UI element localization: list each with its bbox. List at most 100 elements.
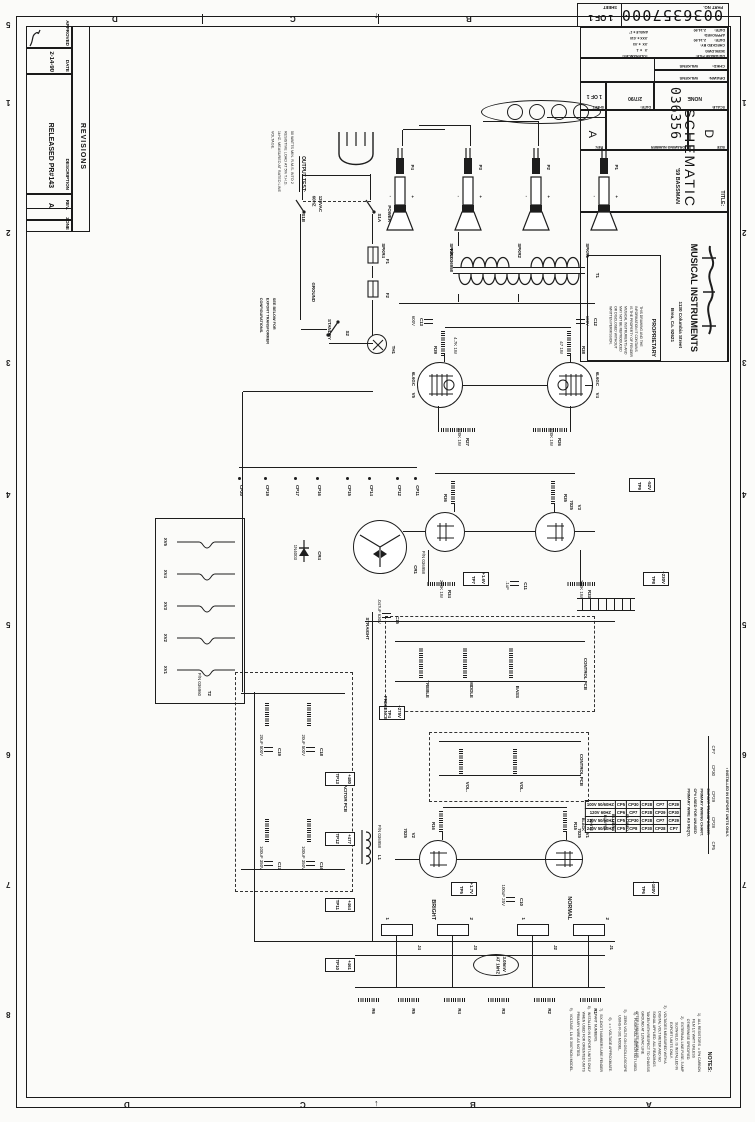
control-pcb-upper-label: CONTROL PCB xyxy=(583,657,588,690)
connector-cp19: CP19 xyxy=(265,485,270,496)
speaker-1-plus: + xyxy=(615,194,618,199)
lamp-icon xyxy=(372,339,384,351)
zone-letter-bottom-b: B xyxy=(470,1100,476,1109)
test-point-TP9-ref: TP9 xyxy=(637,481,642,490)
transformer-T1-ref: T1 xyxy=(595,272,600,278)
connector-cp11: CP11 xyxy=(415,485,420,496)
tube-socket-XV4: XV4 xyxy=(163,569,168,578)
export-c4-r4: CP28 xyxy=(653,824,668,833)
jack-J1 xyxy=(573,924,605,936)
jack-J2 xyxy=(517,924,549,936)
resistor-R3: R3 xyxy=(501,1008,506,1014)
resistor-R34-value: 220K 1W xyxy=(439,579,444,598)
note-item-1: 1). ALL RESISTORS ±5% CARBON FILM 1/2 WA… xyxy=(685,1012,701,1072)
sheet-label: SHEET xyxy=(603,5,617,10)
note-item-2: 2). EXTERNAL LINE FUSE, 5 AMP SLOW-BLO, … xyxy=(668,1016,684,1072)
inductor-L1-value: P/N 036958 xyxy=(377,824,382,848)
test-point-TP13-value: +480 xyxy=(347,774,352,784)
transformer-primary-coil-icon xyxy=(458,274,580,286)
connector-cp17: CP17 xyxy=(295,485,300,496)
wire-color-blu-red: BLU/RED xyxy=(625,814,629,831)
tube-V1-ref: V1 xyxy=(585,832,590,838)
output-transformer-T1: T1 P/N 036958 xyxy=(415,232,605,302)
resistor-R27-value: 220K 1W xyxy=(457,427,462,446)
capacitor-C18-ref: C18 xyxy=(319,747,324,756)
zone-tick xyxy=(378,14,379,24)
capacitor-C16 xyxy=(306,860,315,866)
export-chart-footnote: • INSTALLED IN EXPORT UNITS ONLY. xyxy=(725,767,729,837)
transformer-T1-pn: P/N 036958 xyxy=(449,248,454,272)
export-c1-r2: CP30 xyxy=(626,800,641,809)
speaker-4: SPKR4 + - P4 xyxy=(381,141,415,258)
tube-V4-internals-icon xyxy=(557,374,583,396)
control-pcb-lower-label: CONTROL PCB xyxy=(579,753,584,786)
title-block: MUSICAL INSTRUMENTS 1130 Columbia Street… xyxy=(580,26,729,362)
jack-J2-label: J2 xyxy=(553,945,558,950)
presence-label: PRESENCE xyxy=(383,695,388,720)
zone-number-right-4: 4 xyxy=(742,490,747,499)
tube-V3a-internals-icon xyxy=(547,523,564,541)
capacitor-C18-value: 20uF 500V xyxy=(301,734,306,756)
ground-label: GROUND xyxy=(311,282,316,302)
zone-letter-top-d: D xyxy=(112,14,118,23)
speaker-2: SPKR2 + - P2 xyxy=(517,141,551,258)
zone-number-left-6: 6 xyxy=(6,750,11,759)
connector-cp15: CP15 xyxy=(347,485,352,496)
capacitor-C13 xyxy=(424,318,433,324)
standby-switch-ref: S2 xyxy=(345,330,350,336)
capacitor-C17 xyxy=(264,860,273,866)
tube-V3-type: 7025 xyxy=(569,500,574,510)
rev-approved-signature-icon xyxy=(29,29,41,47)
zone-number-left-3: 3 xyxy=(6,358,11,367)
tube-V2-ref: V2 xyxy=(411,832,416,838)
test-point-TP6-ref: TP6 xyxy=(641,885,646,894)
export-c2-r5: CP30 xyxy=(667,808,681,817)
connector-cp5: CP5 xyxy=(711,841,716,850)
zone-letter-bottom-c: C xyxy=(300,1100,306,1109)
capacitor-C19-ref: C19 xyxy=(277,747,282,756)
export-c3-r4: CP7 xyxy=(653,816,668,825)
speaker-3-minus: - xyxy=(457,194,459,199)
test-point-TP7-value: +1.6V xyxy=(481,572,486,584)
speaker-1: SPKR1 + - P1 xyxy=(585,141,619,258)
plug-p2-label: P2 xyxy=(546,164,551,170)
heater-wiring-icon xyxy=(177,541,235,677)
zone-letter-top-b: B xyxy=(466,14,472,23)
diode-CR4-ref: CR4 xyxy=(317,551,322,560)
note-item-3: 3). VOLTAGES MEASURED WITH A DIGITAL VOL… xyxy=(635,1005,667,1072)
resistor-R26-value: 220K 1W xyxy=(549,427,554,446)
capacitor-C15 xyxy=(382,612,391,618)
test-point-TP5-value: +1.7V xyxy=(469,882,474,894)
channel-label-bright: BRIGHT xyxy=(430,899,436,920)
zone-number-right-3: 3 xyxy=(742,358,747,367)
test-point-TP6-value: +180V xyxy=(651,881,656,894)
resistor-R39: R39 xyxy=(433,345,438,354)
part-number-label: PART NO. xyxy=(703,5,723,10)
zone-number-right-2: 2 xyxy=(742,228,747,237)
capacitor-C19 xyxy=(264,746,273,752)
power-switch-S1A: S1A xyxy=(377,213,382,222)
inductor-L1-ref: L1 xyxy=(377,854,382,860)
zone-number-left-4: 4 xyxy=(6,490,11,499)
capacitor-C12-value: 600V xyxy=(585,315,590,326)
zone-number-left-1: 1 xyxy=(6,98,11,107)
control-pcb-lower xyxy=(429,732,589,802)
test-point-TP10-ref: TP10 xyxy=(335,959,340,971)
test-point-TP12-value: +477 xyxy=(347,834,352,844)
transformer-secondary-coil-icon xyxy=(460,256,580,268)
resistor-R2: R2 xyxy=(547,1008,552,1014)
zone-letter-top-c: C xyxy=(290,14,296,23)
zone-letter-bottom-d: D xyxy=(124,1100,130,1109)
speaker-3: SPKR3 + - P3 xyxy=(449,141,483,258)
tube-V2-internals-icon xyxy=(430,851,447,867)
bridge-diodes-icon xyxy=(359,534,401,567)
connector-cp12: CP12 xyxy=(397,485,402,496)
fuse-F2-icon xyxy=(367,280,379,298)
part-number-strip: 0036357000 PART NO. 1 OF 1 SHEET xyxy=(577,3,729,27)
speaker-3-plus: + xyxy=(479,194,482,199)
center-mark-bottom: ↑ xyxy=(374,1098,379,1108)
jack-J4 xyxy=(381,924,413,936)
connector-cp16: CP16 xyxy=(317,485,322,496)
jack-J3-pin2: 2 xyxy=(469,917,474,920)
connector-cp28: CP28 xyxy=(711,817,716,828)
